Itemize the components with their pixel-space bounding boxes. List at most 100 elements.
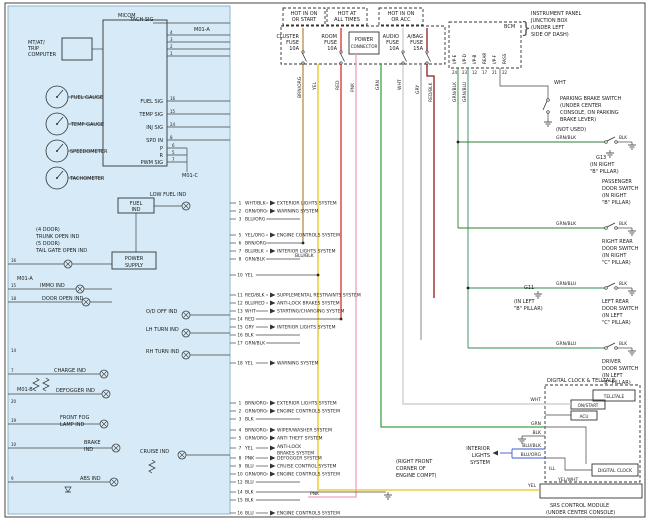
diagram-label: (IN RIGHT xyxy=(590,162,615,168)
diagram-label: PWM SIG xyxy=(141,160,164,166)
diagram-label: 22 xyxy=(502,70,508,75)
telltale-box xyxy=(592,389,636,402)
diagram-label: (IN RIGHT xyxy=(602,253,627,259)
fuse-mask xyxy=(424,53,430,62)
diagram-label: 16 xyxy=(170,96,176,101)
system-label: ENGINE CONTROLS SYSTEM xyxy=(277,511,340,517)
diagram-label: PASS xyxy=(502,53,507,64)
power-connector-box xyxy=(348,31,380,55)
fuse-mask xyxy=(338,53,344,62)
switch-contact xyxy=(614,346,618,350)
diagram-label: (5 DOOR) xyxy=(36,241,60,247)
wire-color-label: YEL xyxy=(244,446,254,452)
system-label: ANTI THEFT SYSTEM xyxy=(277,436,323,442)
wire-color-label: BRN/ORG xyxy=(245,241,267,247)
clock-grn-internal xyxy=(545,426,587,464)
diagram-label: 10 xyxy=(11,442,17,447)
diagram-label: "B" PILLAR) xyxy=(602,200,631,206)
diagram-label: TACHOMETER xyxy=(69,176,105,182)
flow-arrow-icon xyxy=(270,427,276,433)
wire-color-label: BLK xyxy=(245,498,255,504)
indicator-lamp-icon xyxy=(181,310,191,320)
diagram-label: I/P-F xyxy=(492,54,497,64)
fuse-icon xyxy=(302,53,307,62)
diagram-label: 4 xyxy=(170,30,173,35)
lamp-x xyxy=(65,261,71,267)
flow-arrow-icon xyxy=(270,248,276,254)
diagram-label: 7 xyxy=(11,368,14,373)
lamp-x xyxy=(183,312,189,318)
wire-color-label: RED/BLK xyxy=(245,293,266,299)
pin-number: 3 xyxy=(239,217,242,222)
diagram-label: DIGITAL CLOCK xyxy=(598,468,633,474)
diagram-label: 15A xyxy=(413,46,423,52)
pin-number: 16 xyxy=(237,333,243,338)
diagram-label: (UNDER LEFT xyxy=(531,25,565,31)
diagram-label: I/P-D xyxy=(462,54,467,64)
bcm-label: BCM xyxy=(504,24,515,30)
switch-lever-icon xyxy=(606,222,616,228)
diagram-label: CONSOLE, ON PARKING xyxy=(560,110,619,116)
wire-color-label: BLK xyxy=(245,417,255,423)
fuse-terminal xyxy=(425,61,429,65)
diagram-label: GRN/BLU xyxy=(556,341,576,347)
diagram-label: A/BAG xyxy=(407,34,423,40)
diagram-label: FUEL SIG xyxy=(140,99,163,105)
diode-icon xyxy=(64,486,72,493)
srs-module-box xyxy=(539,483,643,499)
diagram-label: 1 xyxy=(170,51,173,56)
diagram-label: MT/AT/ xyxy=(28,40,45,46)
wire-color-label: GRY xyxy=(245,325,254,331)
gauge-icon xyxy=(45,139,69,163)
lamp-x xyxy=(183,203,189,209)
pin-number: 12 xyxy=(237,301,243,306)
diagram-label: CORNER OF xyxy=(396,466,426,472)
wire-color-label: PNK xyxy=(245,456,255,462)
wire-color-label: GRN/ORG xyxy=(245,472,267,478)
diagram-label: (NOT USED) xyxy=(556,127,586,133)
diagram-label: G13 xyxy=(596,155,606,161)
diagram-label: ALL TIMES xyxy=(334,17,360,23)
diagram-label: GRN/BLK xyxy=(556,135,577,141)
pin-number: 7 xyxy=(239,446,242,451)
fuse-box xyxy=(280,25,446,65)
diagram-label: SIDE OF DASH) xyxy=(531,32,569,38)
diagram-label: CLUSTER xyxy=(276,34,299,40)
diagram-label: GRN xyxy=(531,421,541,427)
diagram-label: TAIL GATE OPEN IND xyxy=(35,248,87,254)
diagram-label: BLK xyxy=(619,135,627,140)
diagram-label: 24 xyxy=(452,70,458,75)
junction-dot xyxy=(466,286,470,290)
pin-number: 12 xyxy=(237,480,243,485)
diagram-label: TACH SIG xyxy=(129,17,153,23)
diagram-label: SYSTEM xyxy=(470,460,490,466)
diagram-label: TEMP GAUGE xyxy=(70,122,104,128)
diagram-label: 18 xyxy=(11,296,17,301)
switch-lever-icon xyxy=(606,342,616,348)
diagram-label: BRN/ORG xyxy=(297,76,303,98)
diagram-label: POWER xyxy=(125,256,144,262)
wire-color-label: YEL xyxy=(244,273,254,279)
lamp-x xyxy=(111,479,117,485)
diagram-label: GRN/BLU xyxy=(556,281,576,287)
diagram-label: AUDIO xyxy=(383,34,399,40)
diagram-label: CRUISE IND xyxy=(140,449,169,455)
diagram-label: BLK xyxy=(532,430,542,436)
diagram-label: "B" PILLAR) xyxy=(590,169,619,175)
system-label: WIPER/WASHER SYSTEM xyxy=(277,428,332,434)
diagram-label: 23 xyxy=(462,70,468,75)
indicator-lamp-icon xyxy=(181,350,191,360)
pin-number: 18 xyxy=(237,361,243,366)
flow-arrow-icon xyxy=(270,455,276,461)
system-label: INTERIOR LIGHTS SYSTEM xyxy=(277,249,336,255)
wire-color-label: BLU xyxy=(245,480,254,486)
diagram-label: IND xyxy=(131,207,140,213)
diagram-label: BRAKE xyxy=(84,440,101,446)
diagram-label: TEMP SIG xyxy=(138,112,163,118)
pin-number: 8 xyxy=(239,456,242,461)
diagram-label: BLK xyxy=(619,281,627,286)
diagram-label: R xyxy=(160,153,164,159)
switch-contact xyxy=(614,286,618,290)
diagram-label: FUEL GAUGE xyxy=(71,95,103,101)
